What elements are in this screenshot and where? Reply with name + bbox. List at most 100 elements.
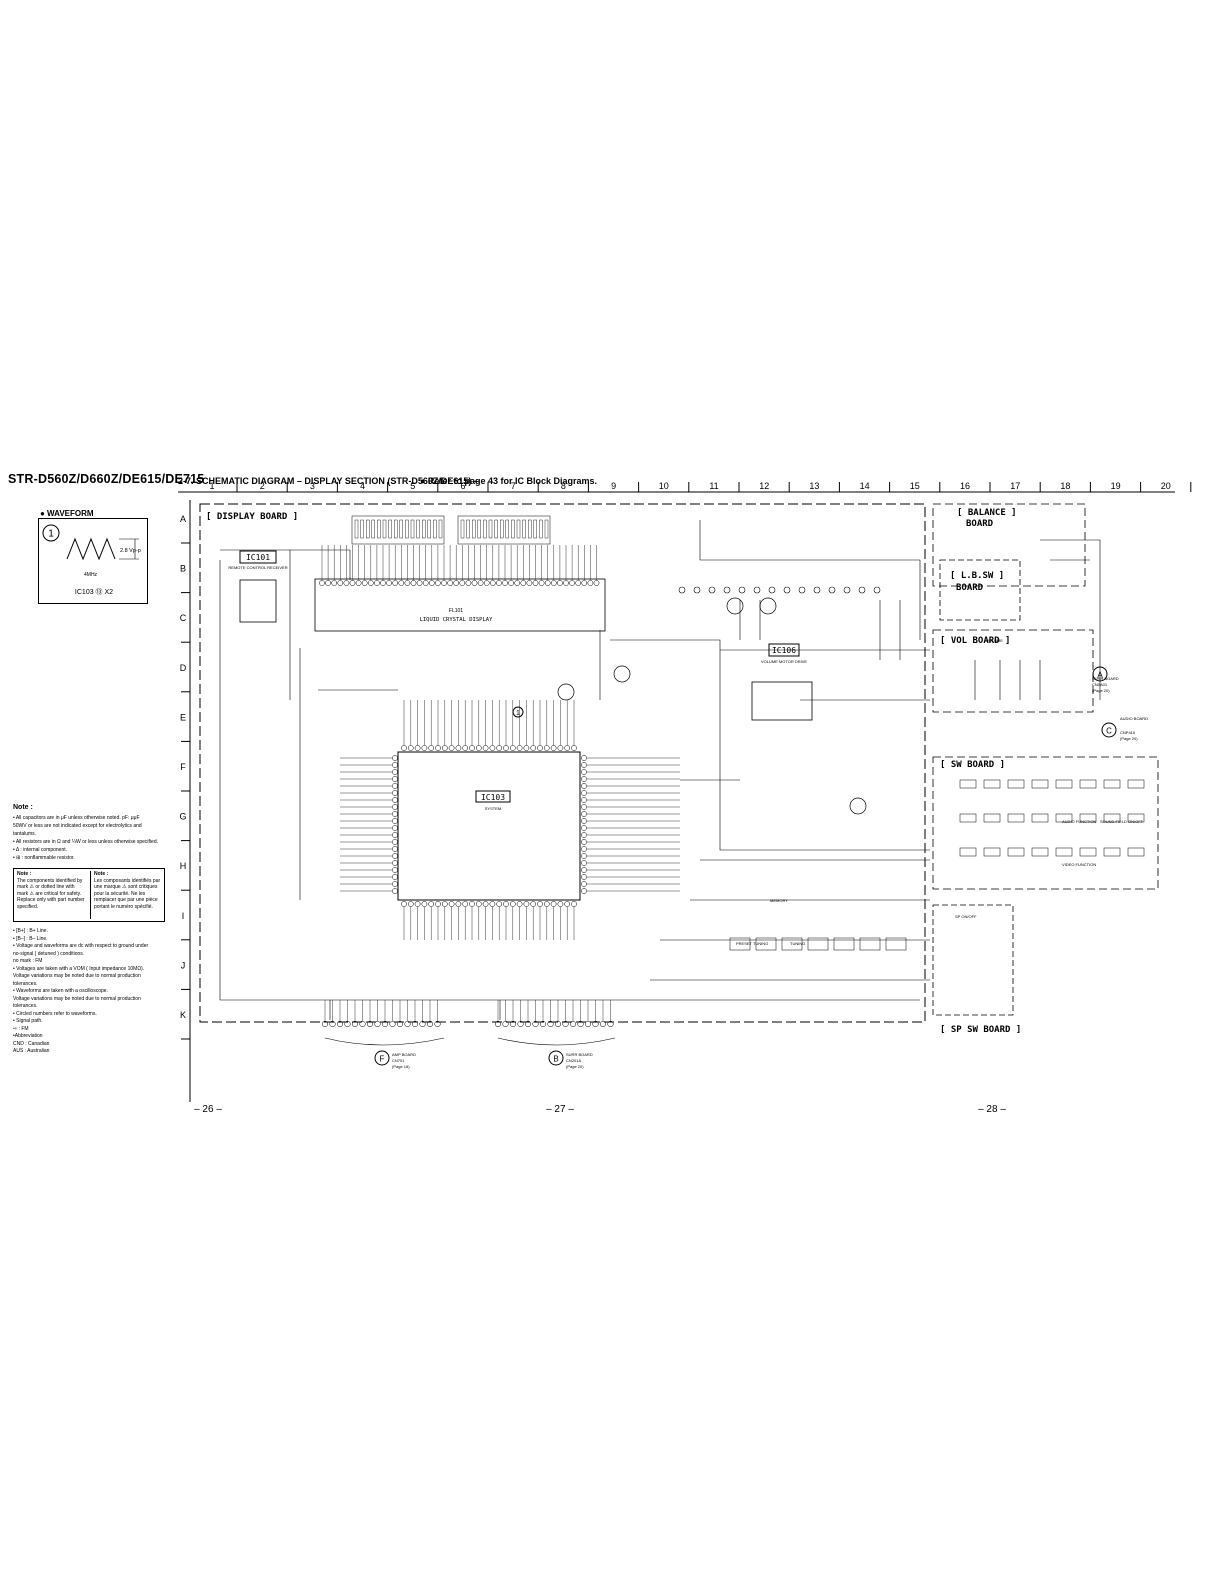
- switch-label: AUDIO FUNCTION: [1062, 819, 1097, 824]
- surr-board-ref-2: CN0A01: [1092, 682, 1108, 687]
- switch-label: MEMORY: [770, 898, 788, 903]
- ic103-label: IC103: [481, 793, 505, 802]
- safety-note-fr: Note : Les composants identifiés par une…: [90, 871, 164, 919]
- column-label: 7: [511, 481, 516, 491]
- row-label: C: [180, 613, 187, 623]
- lcd-label: LIQUID CRYSTAL DISPLAY: [420, 617, 494, 623]
- page-number-right: – 28 –: [978, 1104, 1006, 1115]
- column-label: 2: [260, 481, 265, 491]
- row-label: I: [182, 911, 185, 921]
- notes-list-2: • [B+] : B+ Line. • [B–] : B– Line. • Vo…: [13, 928, 173, 1056]
- svg-text:F: F: [380, 1055, 385, 1064]
- reference-note: ● Refer to page 43 for IC Block Diagrams…: [420, 476, 597, 486]
- column-label: 4: [360, 481, 365, 491]
- amp-board-label: AMP BOARD: [392, 1052, 416, 1057]
- note-line: tolerances.: [13, 1003, 38, 1009]
- audio-board-ref: CNP410: [1120, 730, 1136, 735]
- surr-board-label-2: SURR BOARD: [1092, 676, 1119, 681]
- ic101-body: [239, 579, 277, 623]
- waveform-trace: 1: [42, 524, 139, 561]
- waveform-box: 1: [38, 518, 148, 604]
- svg-text:B: B: [553, 1055, 558, 1064]
- page-number-left: – 26 –: [194, 1104, 222, 1115]
- note-line: tolerances.: [13, 980, 38, 987]
- lbsw-board-label-1: [ L.B.SW ]: [950, 571, 1004, 581]
- audio-board-label: AUDIO BOARD: [1120, 716, 1148, 721]
- safety-note-en: Note : The components identified by mark…: [17, 871, 85, 910]
- marker-a: A: [1092, 666, 1108, 682]
- switch-label: SP ON/OFF: [955, 914, 977, 919]
- ic101-desc: REMOTE CONTROL RECEIVER: [228, 565, 287, 570]
- column-label: 13: [809, 481, 819, 491]
- waveform-marker-1: 1: [512, 706, 524, 718]
- row-label: H: [180, 861, 187, 871]
- waveform-label: IC103 ⑬ X2: [74, 589, 114, 596]
- note-line: •Abbreviation: [13, 1033, 43, 1039]
- surr-board-ref: CN201A: [566, 1058, 581, 1063]
- note-line: tantalums.: [13, 831, 37, 837]
- svg-text:1: 1: [516, 710, 520, 717]
- note-line: • Δ : internal component.: [13, 847, 68, 853]
- note-line: • [B+] : B+ Line.: [13, 928, 48, 934]
- ic106-body: [751, 681, 813, 721]
- amp-board-ref: CN701: [392, 1058, 405, 1063]
- row-label: G: [179, 812, 186, 822]
- row-label: D: [180, 663, 187, 673]
- svg-text:A: A: [1097, 671, 1103, 680]
- ic103-desc: SYSTEM: [485, 806, 501, 811]
- column-ruler: [178, 482, 1192, 493]
- marker-c: C: [1101, 722, 1117, 738]
- row-label: K: [180, 1010, 186, 1020]
- audio-board-page: (Page 20): [1120, 736, 1138, 741]
- display-board-label: [ DISPLAY BOARD ]: [206, 512, 298, 522]
- switch-labels: SOUND FIELD ON/OFF AUDIO FUNCTION VIDEO …: [736, 638, 1144, 946]
- note-line: • Voltages are taken with a VOM ( Input …: [13, 965, 145, 972]
- row-ruler: [181, 500, 191, 1102]
- svg-text:C: C: [1106, 727, 1112, 736]
- display-board-outline: [199, 503, 926, 1023]
- ic101-label: IC101: [246, 553, 270, 562]
- note-line: • [B–] : B– Line.: [13, 935, 48, 942]
- lbsw-board-outline: [939, 559, 1021, 621]
- column-label: 14: [860, 481, 870, 491]
- lbsw-board-label-2: BOARD: [956, 583, 984, 593]
- column-label: 20: [1161, 481, 1171, 491]
- ic106-desc: VOLUME MOTOR DRIVE: [761, 659, 807, 664]
- row-label: E: [180, 712, 186, 722]
- marker-f: F: [374, 1050, 390, 1066]
- vol-board-label: [ VOL BOARD ]: [940, 636, 1010, 646]
- row-label: B: [180, 564, 186, 574]
- row-label: J: [181, 960, 186, 970]
- note-line: • All capacitors are in μF unless otherw…: [13, 815, 140, 821]
- note-line: • Signal path.: [13, 1018, 43, 1024]
- note-line: • Voltage and waveforms are dc with resp…: [13, 943, 149, 949]
- model-title: STR-D560Z/D660Z/DE615/DE715: [8, 472, 205, 486]
- resistor-arrays: [351, 515, 551, 545]
- note-line: • ⊞ : nonflammable resistor.: [13, 855, 75, 861]
- waveform-number: 1: [48, 529, 54, 540]
- safety-note-box: Note : The components identified by mark…: [13, 868, 165, 922]
- column-label: 12: [759, 481, 769, 491]
- switch-label: PRESET TUNING: [736, 941, 768, 946]
- lcd-ref: FL101: [449, 608, 463, 614]
- row-label: F: [180, 762, 186, 772]
- waveform-amplitude: 2.8 Vp-p: [120, 548, 141, 554]
- sw-board-label: [ SW BOARD ]: [940, 760, 1005, 770]
- spsw-board-outline: [932, 904, 1014, 1016]
- page-number-center: – 27 –: [546, 1104, 574, 1115]
- note-line: CND : Canadian: [13, 1040, 50, 1047]
- notes-list: • All capacitors are in μF unless otherw…: [13, 814, 173, 862]
- balance-board-outline: [932, 503, 1086, 587]
- note-line: • Waveforms are taken with a oscilloscop…: [13, 988, 108, 994]
- column-label: 19: [1111, 481, 1121, 491]
- surr-board-label: SURR BOARD: [566, 1052, 593, 1057]
- waveform-heading: ● WAVEFORM: [40, 509, 94, 518]
- note-line: no mark : FM: [13, 958, 43, 964]
- note-line: Voltage variations may be noted due to n…: [13, 995, 141, 1002]
- amp-board-page: (Page 18): [392, 1064, 410, 1069]
- surr-board-page: (Page 20): [566, 1064, 584, 1069]
- balance-board-label-1: [ BALANCE ]: [957, 508, 1017, 518]
- column-label: 18: [1060, 481, 1070, 491]
